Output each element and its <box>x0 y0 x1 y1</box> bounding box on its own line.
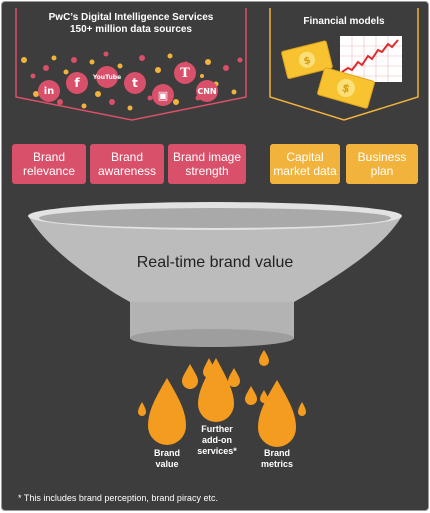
further-services-label: Further add-on services* <box>190 424 244 457</box>
youtube-icon: YouTube <box>93 66 121 88</box>
sources-title-line1: PwC’s Digital Intelligence Services <box>48 12 214 23</box>
further-services-line2: add-on <box>202 435 232 445</box>
brand-awareness-line1: Brand <box>110 150 144 164</box>
svg-text:$: $ <box>340 81 351 96</box>
brand-metrics-line1: Brand <box>263 448 290 458</box>
business-plan-box: Business plan <box>346 144 418 184</box>
brand-relevance-box: Brand relevance <box>12 144 86 184</box>
instagram-icon: ▣ <box>152 84 174 106</box>
capital-market-data-line2: market data <box>273 164 337 178</box>
funnel-graphic <box>28 202 402 347</box>
sources-panel-title: PwC’s Digital Intelligence Services 150+… <box>16 12 246 36</box>
brand-awareness-line2: awareness <box>97 164 157 178</box>
money-graphic: $ $ <box>281 40 375 109</box>
business-plan-line1: Business <box>357 150 407 164</box>
brand-value-label: Brand value <box>142 448 192 470</box>
cnn-icon: CNN <box>196 80 218 102</box>
business-plan-line2: plan <box>370 164 394 178</box>
brand-metrics-line2: metrics <box>260 459 294 469</box>
sources-panel-outline <box>15 8 247 121</box>
brand-relevance-line1: Brand <box>32 150 66 164</box>
financial-panel-outline <box>269 8 419 121</box>
financial-panel-title: Financial models <box>303 16 385 27</box>
drops <box>138 350 306 447</box>
newyorktimes-icon: T <box>174 62 196 84</box>
linkedin-icon: in <box>38 80 60 102</box>
brand-image-strength-box: Brand image strength <box>168 144 246 184</box>
twitter-icon: t <box>124 72 146 94</box>
brand-value-line2: value <box>155 459 179 469</box>
facebook-icon: f <box>66 72 88 94</box>
further-services-line3: services* <box>197 446 237 456</box>
further-services-line1: Further <box>201 424 233 434</box>
sources-title-line2: 150+ million data sources <box>70 24 192 35</box>
brand-awareness-box: Brand awareness <box>90 144 164 184</box>
capital-market-data-box: Capital market data <box>270 144 340 184</box>
brand-image-strength-line2: strength <box>185 164 229 178</box>
funnel-label: Real-time brand value <box>136 254 294 271</box>
footnote: * This includes brand perception, brand … <box>18 493 218 503</box>
svg-text:$: $ <box>303 55 312 67</box>
brand-relevance-line2: relevance <box>22 164 76 178</box>
brand-image-strength-line1: Brand image <box>172 150 242 164</box>
capital-market-data-line1: Capital <box>286 150 324 164</box>
brand-value-line1: Brand <box>153 448 180 458</box>
brand-metrics-label: Brand metrics <box>252 448 302 470</box>
